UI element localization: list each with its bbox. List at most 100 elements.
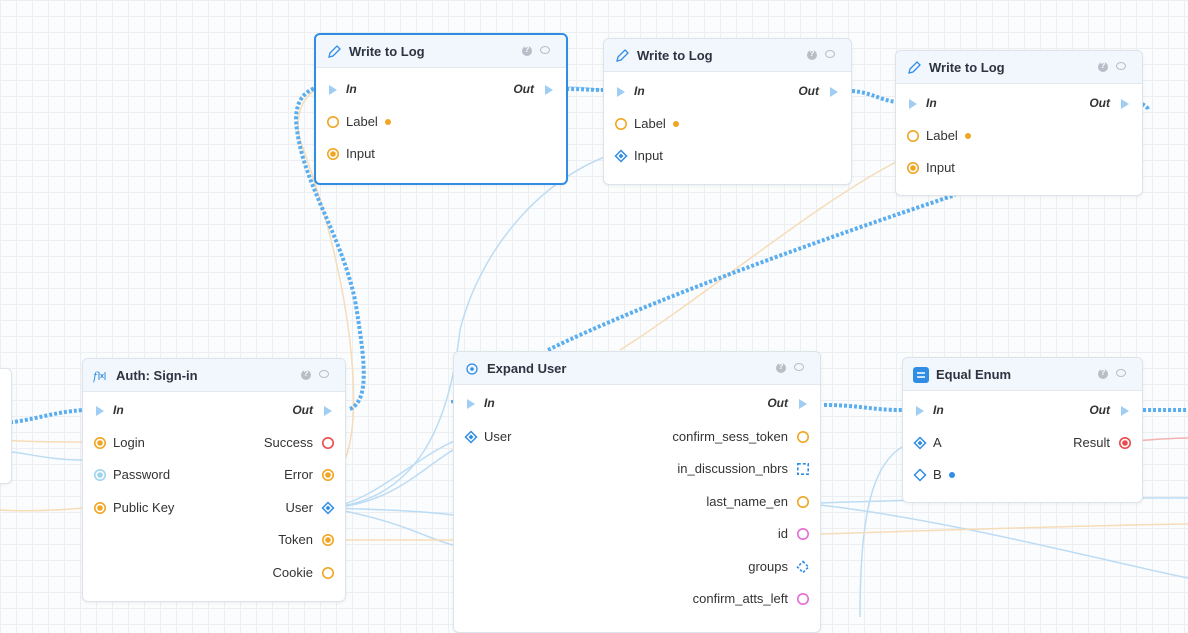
exec-wire — [565, 87, 605, 92]
node-header[interactable]: Write to Log — [604, 39, 851, 72]
help-icon[interactable] — [1098, 368, 1108, 379]
node-title: Expand User — [487, 361, 567, 376]
comment-icon[interactable] — [794, 363, 804, 371]
help-icon[interactable] — [1098, 61, 1108, 72]
exec-in-pin[interactable] — [614, 85, 628, 99]
node-header[interactable]: f Auth: Sign-in — [83, 359, 345, 392]
required-indicator — [672, 120, 679, 127]
string-pin-icon[interactable] — [796, 430, 810, 444]
enum-pin-icon[interactable] — [913, 468, 927, 482]
id-pin-icon[interactable] — [796, 527, 810, 541]
string-pin-icon[interactable] — [321, 566, 335, 580]
object-array-pin-icon[interactable] — [796, 560, 810, 574]
boolean-pin-connected-icon[interactable] — [1118, 436, 1132, 450]
input-row-label: Label — [604, 114, 851, 134]
exec-out-pin[interactable] — [321, 404, 335, 418]
exec-in-label: In — [926, 96, 937, 110]
exec-out-pin[interactable] — [542, 83, 556, 97]
array-pin-icon[interactable] — [796, 462, 810, 476]
exec-out-pin[interactable] — [827, 85, 841, 99]
string-pin-connected-icon[interactable] — [93, 501, 107, 515]
output-label: Success — [263, 435, 313, 450]
help-icon[interactable] — [301, 369, 311, 380]
object-pin-connected-icon[interactable] — [321, 501, 335, 515]
exec-in-pin[interactable] — [464, 397, 478, 411]
pencil-icon — [328, 45, 341, 58]
pin-row: last_name_en — [454, 492, 820, 512]
comment-icon[interactable] — [540, 46, 550, 54]
pin-row: id — [454, 524, 820, 544]
string-pin-connected-icon[interactable] — [906, 161, 920, 175]
input-label: B — [933, 467, 942, 482]
exec-in-pin[interactable] — [93, 404, 107, 418]
exec-row: In Out — [316, 80, 566, 100]
output-label: in_discussion_nbrs — [677, 461, 788, 476]
node-header[interactable]: Write to Log — [896, 51, 1142, 84]
exec-wire — [0, 408, 85, 425]
comment-icon[interactable] — [825, 50, 835, 58]
input-row-input: Input — [316, 144, 566, 164]
pin-row: Token — [83, 530, 345, 550]
comment-icon[interactable] — [1116, 369, 1126, 377]
exec-in-label: In — [933, 403, 944, 417]
expand-user-node[interactable]: Expand User In Out User confirm_sess_tok… — [453, 351, 821, 633]
input-row-input: Input — [604, 146, 851, 166]
output-label: id — [777, 526, 788, 541]
string-pin-connected-icon[interactable] — [321, 533, 335, 547]
exec-row: In Out — [896, 94, 1142, 114]
string-pin-connected-icon[interactable] — [326, 147, 340, 161]
help-icon[interactable] — [522, 45, 532, 56]
node-header[interactable]: Expand User — [454, 352, 820, 385]
equal-enum-node[interactable]: Equal Enum In Out A Result B — [902, 357, 1143, 503]
comment-icon[interactable] — [319, 370, 329, 378]
output-label: confirm_sess_token — [672, 429, 788, 444]
function-icon: f — [93, 370, 106, 383]
string-pin-connected-icon[interactable] — [321, 468, 335, 482]
enum-pin-connected-icon[interactable] — [913, 436, 927, 450]
write-to-log-node-2[interactable]: Write to Log In Out Label Input — [603, 38, 852, 185]
target-icon — [466, 363, 478, 375]
input-label: Input — [634, 148, 663, 163]
exec-wire — [823, 403, 903, 412]
help-icon[interactable] — [807, 49, 817, 60]
password-pin-connected-icon[interactable] — [93, 468, 107, 482]
exec-out-pin[interactable] — [796, 397, 810, 411]
boolean-pin-icon[interactable] — [321, 436, 335, 450]
string-pin-icon[interactable] — [326, 115, 340, 129]
node-header[interactable]: Write to Log — [316, 35, 566, 68]
data-wire — [819, 504, 1188, 579]
pin-row: B — [903, 465, 1142, 485]
help-icon[interactable] — [776, 362, 786, 373]
auth-signin-node[interactable]: f Auth: Sign-in In Out Login Success Pas… — [82, 358, 346, 602]
object-pin-connected-icon[interactable] — [464, 430, 478, 444]
data-wire — [0, 507, 85, 512]
exec-out-pin[interactable] — [1118, 97, 1132, 111]
pin-row: A Result — [903, 433, 1142, 453]
exec-in-label: In — [346, 82, 357, 96]
input-label: Public Key — [113, 500, 175, 515]
exec-in-pin[interactable] — [913, 404, 927, 418]
string-pin-icon[interactable] — [614, 117, 628, 131]
output-label: User — [285, 500, 313, 515]
comment-icon[interactable] — [1116, 62, 1126, 70]
input-label: Label — [926, 128, 958, 143]
offscreen-node[interactable] — [0, 368, 12, 484]
id-pin-icon[interactable] — [796, 592, 810, 606]
string-pin-icon[interactable] — [906, 129, 920, 143]
write-to-log-node-1[interactable]: Write to Log In Out Label Input — [314, 33, 568, 185]
input-row-input: Input — [896, 158, 1142, 178]
string-pin-connected-icon[interactable] — [93, 436, 107, 450]
exec-out-label: Out — [767, 396, 788, 410]
data-wire — [327, 507, 454, 546]
string-pin-icon[interactable] — [796, 495, 810, 509]
node-title: Write to Log — [349, 44, 425, 59]
exec-out-label: Out — [1089, 403, 1110, 417]
data-wire — [327, 449, 454, 509]
write-to-log-node-3[interactable]: Write to Log In Out Label Input — [895, 50, 1143, 196]
exec-in-pin[interactable] — [906, 97, 920, 111]
object-pin-connected-icon[interactable] — [614, 149, 628, 163]
exec-in-label: In — [484, 396, 495, 410]
exec-out-pin[interactable] — [1118, 404, 1132, 418]
node-header[interactable]: Equal Enum — [903, 358, 1142, 391]
exec-in-pin[interactable] — [326, 83, 340, 97]
